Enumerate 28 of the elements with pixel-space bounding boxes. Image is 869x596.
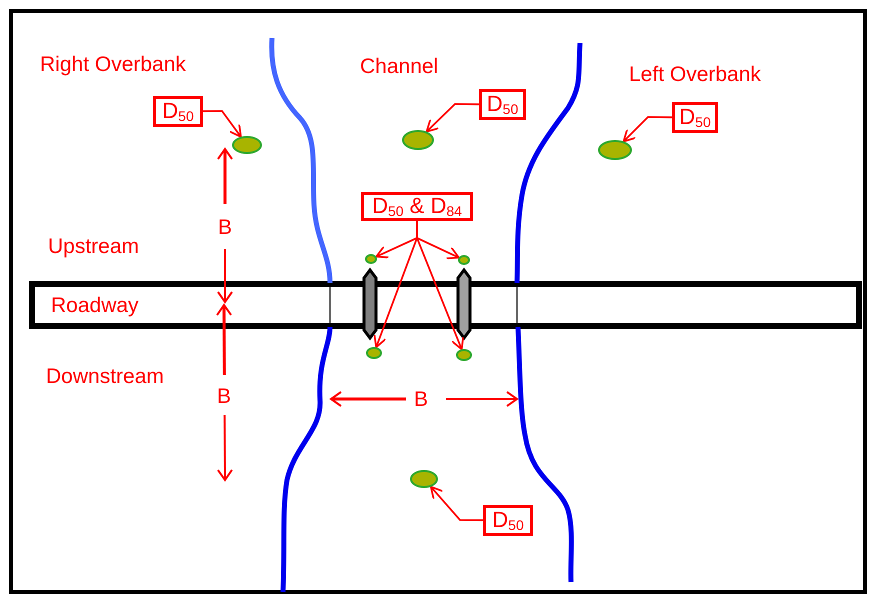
sediment-particle	[456, 349, 472, 361]
region-label: Left Overbank	[629, 64, 761, 85]
dimension-label: B	[414, 389, 428, 410]
region-label: Downstream	[46, 366, 164, 387]
sediment-particle	[232, 136, 262, 154]
region-label: Right Overbank	[40, 54, 186, 75]
sediment-particle	[366, 347, 382, 359]
leader-arrow	[203, 110, 242, 138]
roadway-band	[29, 281, 862, 329]
grain-size-label: D$_{50}$ & D$_{84}$	[361, 192, 473, 221]
sediment-particle	[402, 130, 434, 150]
grain-size-label: D$_{50}$	[672, 102, 718, 133]
leader-arrow	[430, 486, 483, 522]
grain-size-label: D$_{50}$	[479, 89, 526, 120]
leader-arrow	[622, 116, 672, 142]
dimension-label: B	[218, 217, 232, 238]
roadway-label: Roadway	[51, 295, 139, 316]
region-label: Upstream	[48, 236, 140, 257]
sediment-particle	[458, 255, 470, 265]
leader-arrow	[416, 221, 464, 350]
sediment-particle	[365, 254, 377, 264]
grain-size-label: D$_{50}$	[483, 505, 533, 536]
leader-arrow	[426, 103, 480, 132]
sediment-particle	[598, 140, 632, 160]
sediment-particle	[410, 470, 438, 488]
dimension-label: B	[217, 386, 232, 407]
grain-size-label: D$_{50}$	[153, 96, 203, 127]
region-label: Channel	[360, 56, 438, 77]
